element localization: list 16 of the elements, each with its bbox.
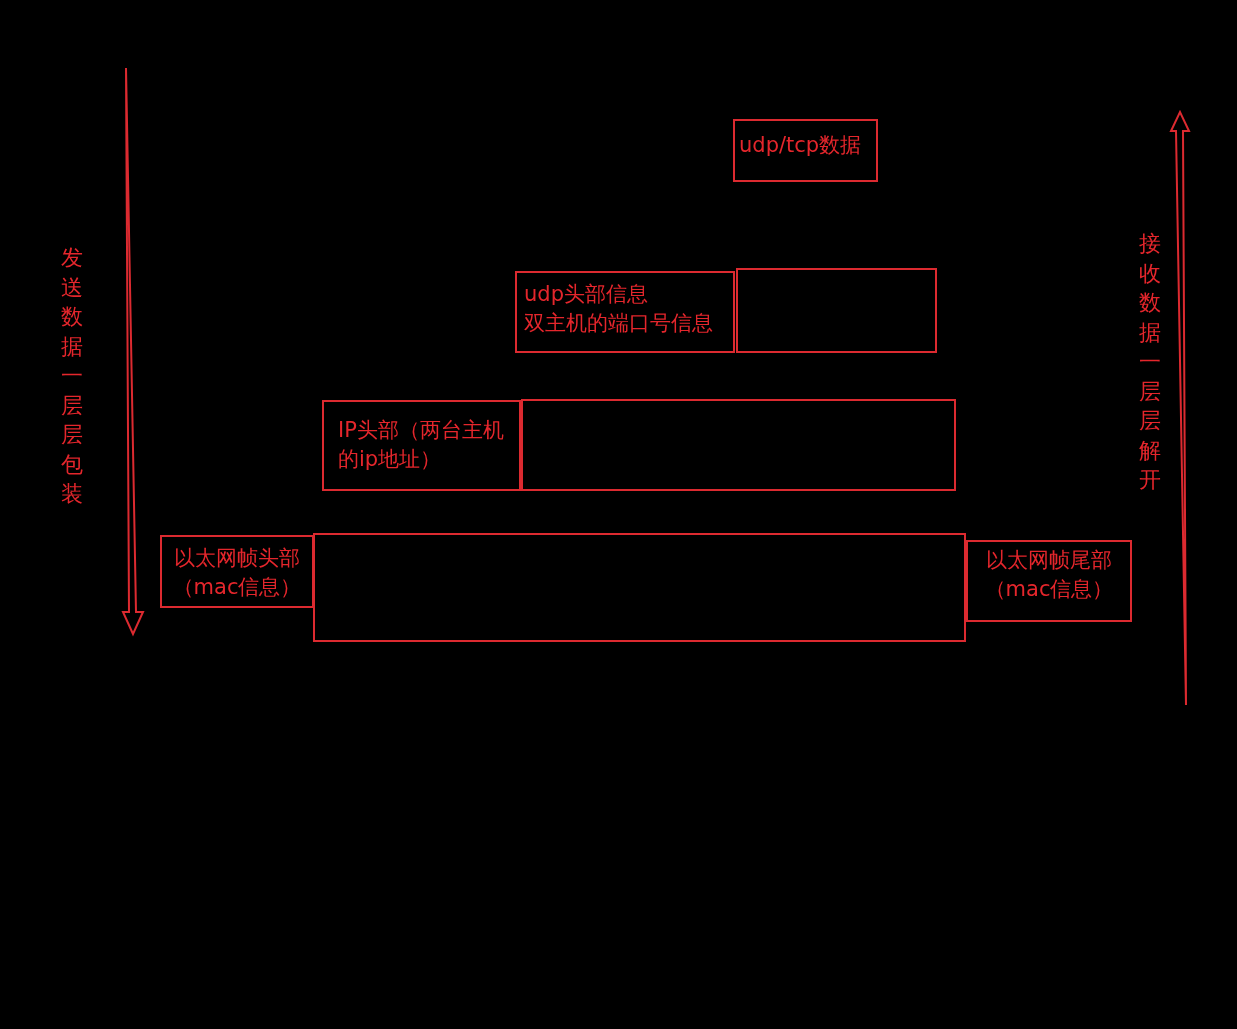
data-box — [733, 119, 878, 182]
payload-box — [521, 399, 956, 491]
side-caption: 发送数据一层层包装 — [60, 244, 84, 508]
side-caption: 接收数据一层层解开 — [1138, 230, 1162, 494]
field-label: 以太网帧头部（mac信息） — [171, 545, 303, 601]
field-label: udp/tcp数据 — [739, 132, 863, 159]
header-box — [515, 271, 735, 353]
trailer-box — [966, 540, 1132, 622]
field-label: 以太网帧尾部（mac信息） — [983, 547, 1115, 603]
payload-box — [313, 533, 966, 642]
field-label: IP头部（两台主机的ip地址） — [338, 417, 505, 473]
header-box — [160, 535, 314, 608]
field-label: 双主机的端口号信息 — [524, 310, 714, 337]
header-box — [322, 400, 521, 491]
field-label: udp头部信息 — [524, 281, 649, 308]
payload-box — [736, 268, 937, 353]
